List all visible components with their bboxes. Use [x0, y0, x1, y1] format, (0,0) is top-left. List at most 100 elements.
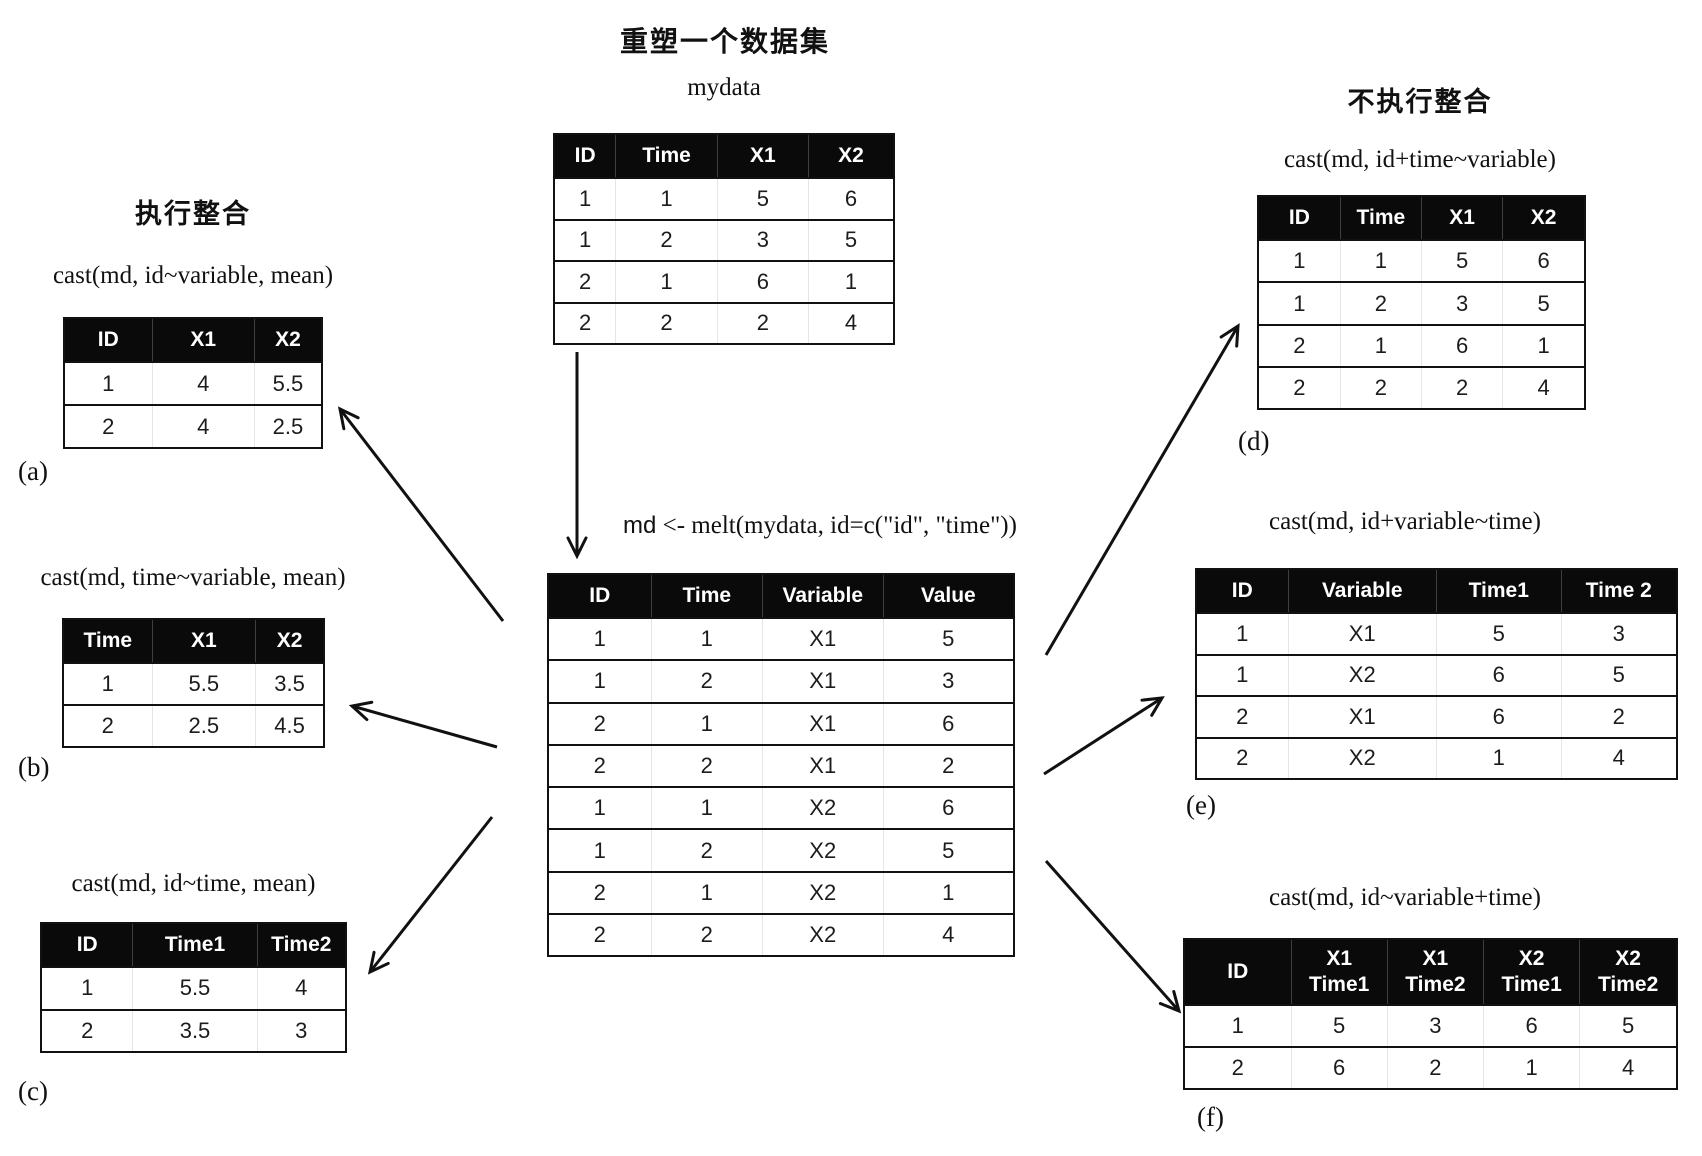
column-header: X2 [253, 319, 321, 363]
table-cell: 5 [716, 178, 809, 220]
table-cell: 1 [102, 370, 115, 396]
arrow-md-to-table-e [1043, 696, 1165, 776]
column-header: Variable [1287, 570, 1437, 614]
column-header: X2 [807, 135, 893, 179]
column-header: Variable [761, 575, 884, 619]
table-cell: 2 [555, 301, 616, 343]
melt-formula-var: md [623, 512, 657, 539]
table-cell: 6 [1502, 240, 1584, 283]
table-cell: 2 [549, 870, 652, 915]
table-cell: X2 [761, 870, 884, 915]
table-cell: 1 [650, 870, 763, 915]
table-cell: 3 [716, 218, 809, 262]
table-cell: 2 [650, 743, 763, 788]
table-cell: 2 [1560, 695, 1676, 738]
table-cell: 1 [81, 975, 94, 1001]
table-caption-e: cast(md, id+variable~time) [1269, 508, 1541, 535]
table-cell: 3 [1386, 1005, 1484, 1048]
table-cell: X2 [761, 828, 884, 872]
column-header: X1 [1420, 197, 1503, 241]
table-cell: 2 [555, 260, 616, 303]
table-cell: 1 [615, 260, 718, 303]
column-header: Time2 [256, 924, 345, 968]
table-cell: 1 [650, 618, 763, 661]
table-cell: 1 [882, 870, 1013, 915]
column-header: X1 [716, 135, 809, 179]
column-header: Time [64, 620, 153, 664]
table-cell: 2 [1339, 366, 1422, 408]
table-cell: 4 [1502, 366, 1584, 408]
table-cell: 5 [882, 618, 1013, 661]
table-cell: 3 [1560, 613, 1676, 655]
column-header: X2 [255, 620, 323, 664]
table-cell: 5.5 [132, 967, 258, 1010]
column-header: Time 2 [1560, 570, 1676, 614]
table-cell: 6 [1483, 1005, 1580, 1048]
column-header: X2 Time1 [1483, 940, 1580, 1006]
column-header: ID [42, 924, 133, 968]
table-cell: 2 [1420, 366, 1503, 408]
table-cell: 1 [1259, 281, 1341, 325]
table-label-b: (b) [18, 752, 50, 782]
table-cell: 2 [882, 743, 1013, 788]
column-header: X2 [1502, 197, 1584, 241]
table-cell: 5 [807, 218, 893, 262]
table-cell: 2 [1259, 323, 1341, 368]
table-cell: 2 [1259, 366, 1341, 408]
table-cell: 6 [1435, 695, 1562, 738]
table-cell: X2 [761, 786, 884, 830]
table-cell: 2 [716, 301, 809, 343]
table-cell: 3.5 [132, 1008, 258, 1051]
table-cell: 1 [1502, 323, 1584, 368]
table-cell: 4 [882, 913, 1013, 955]
table-caption-f: cast(md, id~variable+time) [1269, 884, 1541, 911]
table-cell: 1 [1236, 620, 1249, 646]
column-header: X1 Time2 [1386, 940, 1484, 1006]
mydata-table-title: mydata [687, 74, 761, 101]
table-cell: 2 [615, 218, 718, 262]
table-cell: 3 [1420, 281, 1503, 325]
table-label-f: (f) [1197, 1102, 1224, 1132]
table-cell: 1 [549, 659, 652, 703]
table-cell: 1 [1339, 240, 1422, 283]
table-cell: 1 [1231, 1013, 1244, 1039]
table-cell: 1 [1483, 1046, 1580, 1088]
table-cell: 2 [1339, 281, 1422, 325]
column-header: ID [1197, 570, 1288, 614]
table-cell: 2.5 [151, 704, 256, 746]
column-header: Time [650, 575, 763, 619]
table-cell: 1 [555, 218, 616, 262]
table-cell: 5 [1579, 1005, 1676, 1048]
table-cell: 6 [1420, 323, 1503, 368]
section-title-aggregate: 执行整合 [135, 199, 251, 230]
table-cell: 5 [882, 828, 1013, 872]
table-cell: 2 [65, 404, 153, 447]
table-cell: 1 [650, 701, 763, 745]
